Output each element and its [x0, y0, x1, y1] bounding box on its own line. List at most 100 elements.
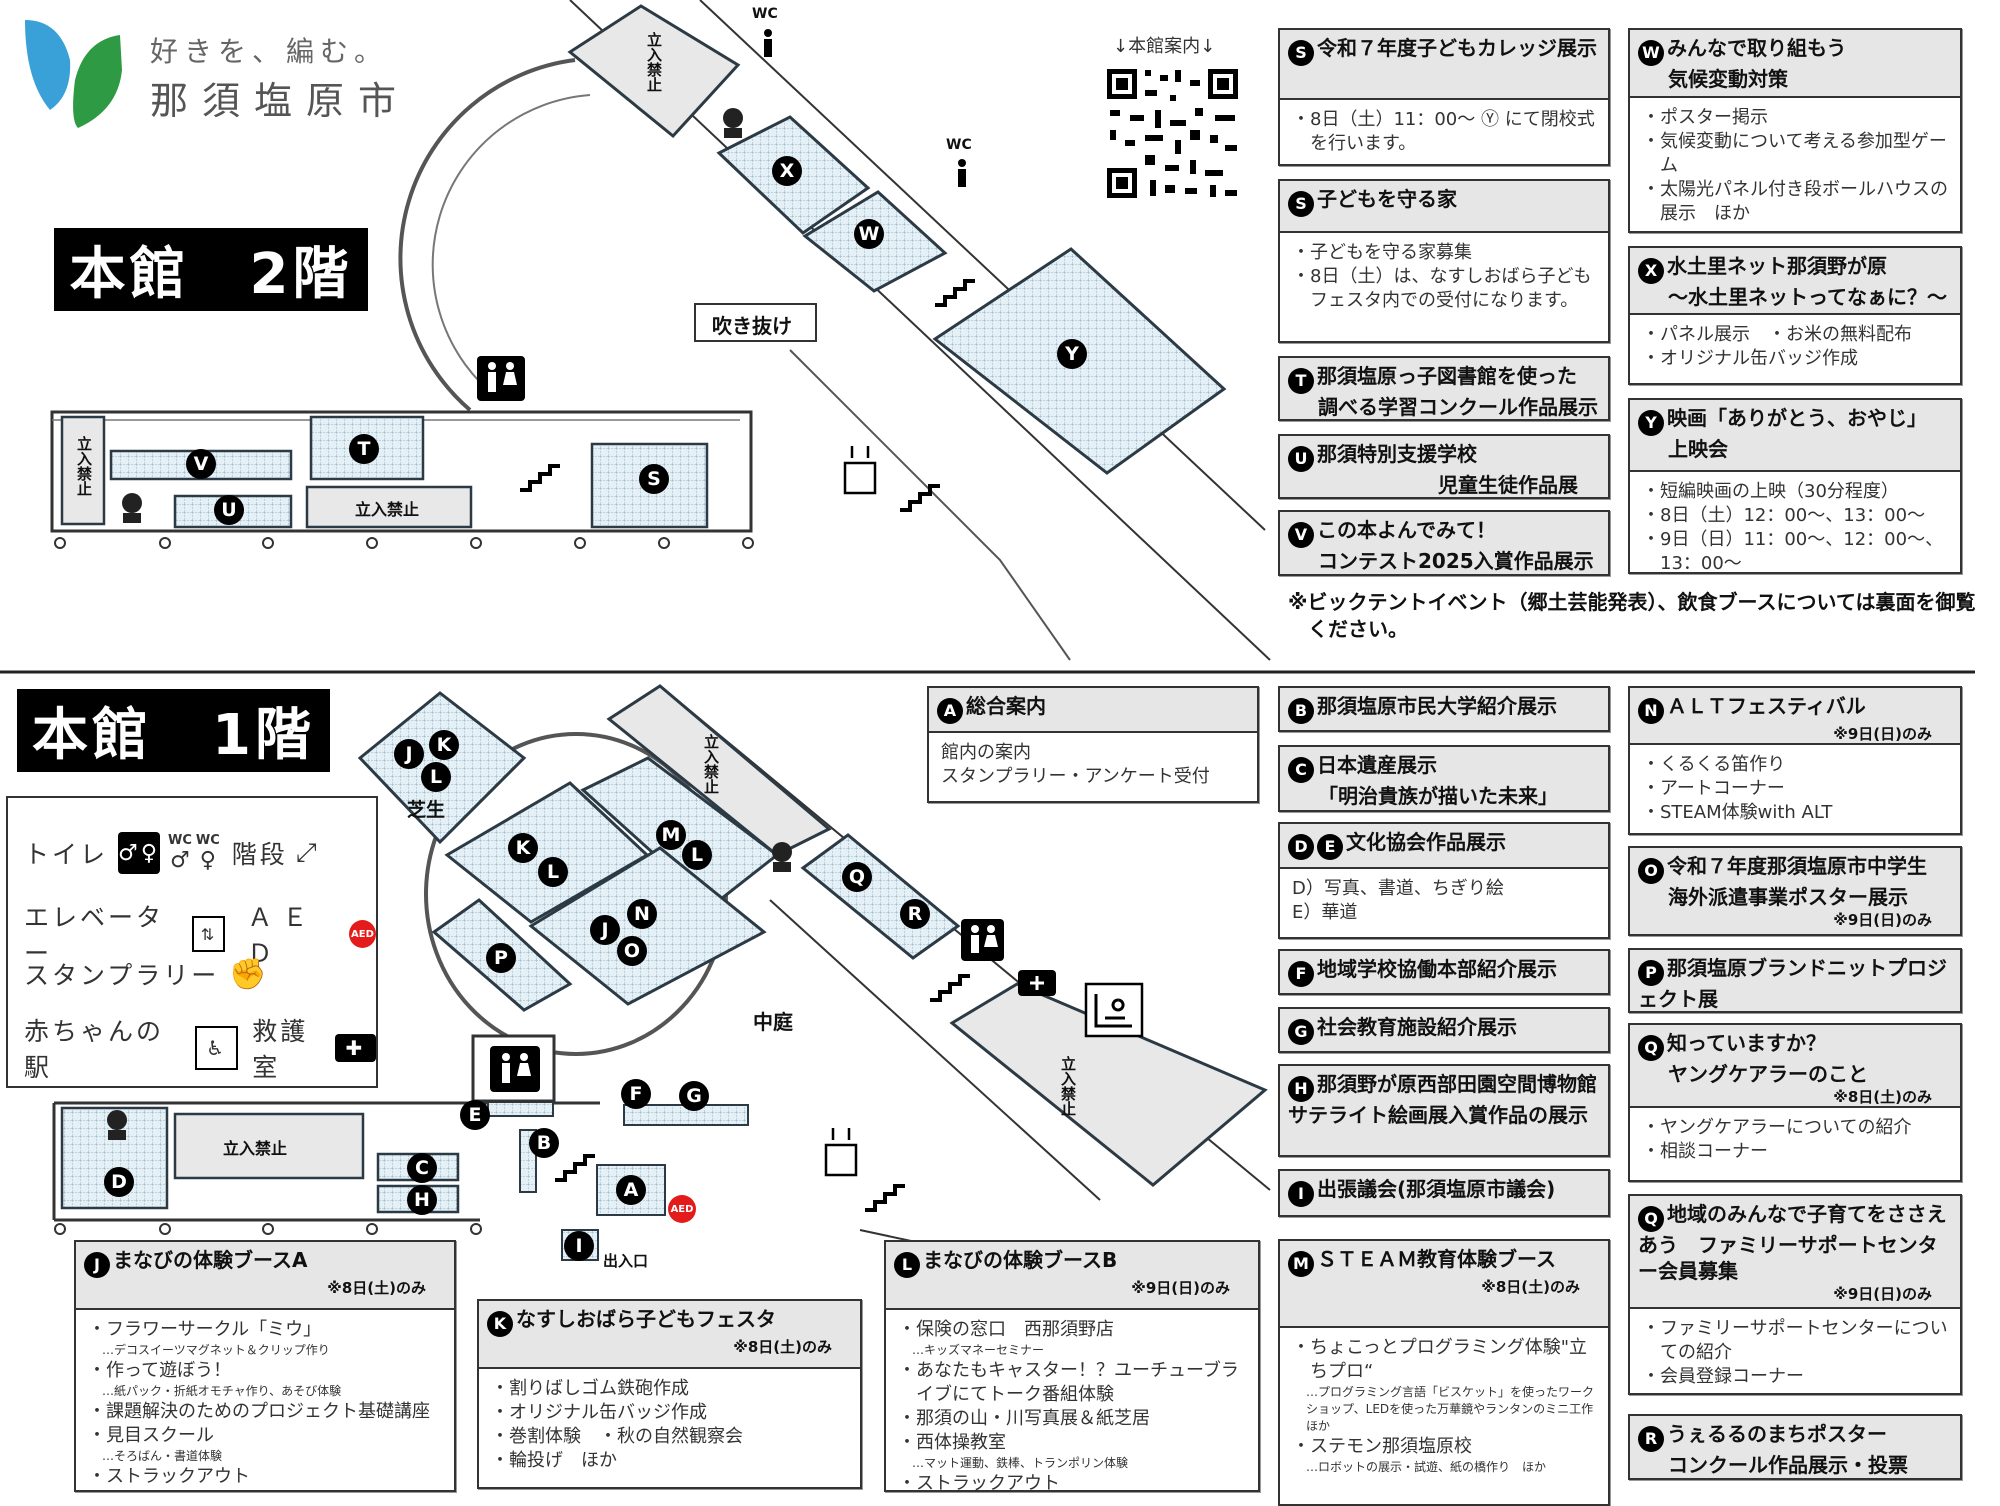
map-marker-y[interactable]: Y: [1057, 339, 1087, 369]
city-logo-icon: [25, 20, 122, 128]
map-marker-h[interactable]: H: [407, 1185, 437, 1215]
booth-title-line: コンクール作品展示・投票: [1668, 1453, 1908, 1477]
date-note: ※9日(日)のみ: [1833, 911, 1932, 929]
booth-item: …ロボットの展示・試遊、紙の橋作り ほか: [1306, 1460, 1547, 1474]
legend-toilet-label: トイレ: [24, 840, 109, 869]
map-marker-d[interactable]: D: [104, 1167, 134, 1197]
map-marker-u[interactable]: U: [214, 495, 244, 525]
date-note: ※8日(土)のみ: [733, 1338, 832, 1356]
map-marker-w[interactable]: W: [854, 219, 884, 249]
booth-item: ・あなたもキャスター！？ユーチューブライブにてトーク番組体験: [898, 1360, 1239, 1405]
booth-item: ・西体操教室: [898, 1432, 1006, 1453]
map-marker-x[interactable]: X: [772, 156, 802, 186]
wc-men-icon: [764, 29, 966, 187]
no-entry-area-2f-top: [567, 4, 741, 139]
first-aid-icon: ✚: [334, 1034, 376, 1062]
map-marker-m[interactable]: M: [656, 820, 686, 850]
booth-item: D）写真、書道、ちぎり絵: [1292, 878, 1504, 899]
booth-item: ・巻割体験 ・秋の自然観察会: [491, 1426, 743, 1447]
map-marker-f[interactable]: F: [621, 1079, 651, 1109]
map-marker-l[interactable]: L: [682, 840, 712, 870]
booth-item: ・ポスター掲示: [1642, 107, 1768, 128]
map-marker-e[interactable]: E: [460, 1100, 490, 1130]
map-marker-g[interactable]: G: [679, 1081, 709, 1111]
booth-title-line: 令和７年度那須塩原市中学生: [1667, 854, 1927, 878]
booth-item: ・オリジナル缶バッジ作成: [1642, 348, 1858, 369]
booth-item: ・ステモン那須塩原校: [1292, 1436, 1472, 1457]
map-marker-k[interactable]: K: [429, 730, 459, 760]
booth-title-line: 那須特別支援学校: [1317, 442, 1477, 466]
map-marker-a[interactable]: A: [616, 1175, 646, 1205]
booth-title-line: 子どもを守る家: [1317, 187, 1457, 211]
booth-info-body: ・保険の窓口 西那須野店…キッズマネーセミナー・あなたもキャスター！？ユーチュー…: [886, 1310, 1258, 1504]
legend-stairs-label: 階段: [231, 840, 288, 869]
entrance-label: 出入口: [603, 1252, 649, 1270]
wc-label: WC: [752, 6, 778, 22]
map-marker-i[interactable]: I: [564, 1231, 594, 1261]
booth-item: ・子どもを守る家募集: [1292, 242, 1472, 263]
map-marker-l[interactable]: L: [538, 857, 568, 887]
map-marker-c[interactable]: C: [407, 1153, 437, 1183]
booth-item: ・保険の窓口 西那須野店: [898, 1319, 1114, 1340]
booth-item: ・ストラックアウト: [898, 1473, 1060, 1494]
map-marker-o[interactable]: O: [617, 936, 647, 966]
booth-item: …そろばん・書道体験: [102, 1449, 223, 1463]
booth-title-line: 「明治貴族が描いた未来」: [1318, 784, 1558, 808]
map-marker-b[interactable]: B: [529, 1128, 559, 1158]
booth-letter-badge: E: [1317, 834, 1343, 860]
booth-item: …デコスイーツマグネット＆クリップ作り: [102, 1343, 330, 1357]
map-marker-k[interactable]: K: [508, 833, 538, 863]
map-marker-p[interactable]: P: [486, 943, 516, 973]
date-note: ※8日(土)のみ: [327, 1279, 426, 1297]
booth-item: ・ちょこっとプログラミング体験"立ちプロ“: [1292, 1337, 1588, 1382]
booth-letter-badge: Y: [1638, 410, 1664, 436]
booth-item: ・ファミリーサポートセンターについての紹介: [1642, 1318, 1948, 1363]
date-note: ※9日(日)のみ: [1833, 725, 1932, 743]
legend-wc-men: WC: [168, 833, 192, 848]
booth-title-line: 日本遺産展示: [1317, 753, 1437, 777]
no-entry-area-2f-right: [305, 485, 473, 529]
no-entry-area-1f-left: [173, 1112, 365, 1180]
booth-title-line: この本よんでみて！: [1317, 518, 1496, 542]
wc-women-icon: WC♀: [195, 833, 220, 873]
map-marker-s[interactable]: S: [639, 464, 669, 494]
map-marker-v[interactable]: V: [186, 449, 216, 479]
map-marker-j[interactable]: J: [394, 739, 424, 769]
booth-title-line: うぇるるのまちポスター: [1667, 1422, 1887, 1446]
map-marker-r[interactable]: R: [900, 899, 930, 929]
map-marker-q[interactable]: Q: [842, 862, 872, 892]
booth-letter-badge: N: [1638, 698, 1664, 724]
courtyard-label: 中庭: [753, 1010, 793, 1034]
legend-aed-label: ＡＥＤ: [247, 903, 318, 968]
booth-letter-badge: B: [1288, 698, 1314, 724]
map-marker-t[interactable]: T: [349, 434, 379, 464]
map-marker-l[interactable]: L: [421, 762, 451, 792]
qr-code: [1105, 67, 1240, 200]
aed-icon: AED: [668, 1195, 696, 1223]
booth-item: ・輪投げ ほか: [491, 1450, 617, 1471]
stairs-icon: [520, 279, 975, 1212]
map-marker-n[interactable]: N: [627, 899, 657, 929]
booth-info-body: ・フラワーサークル「ミウ」…デコスイーツマグネット＆クリップ作り・作って遊ぼう！…: [76, 1310, 454, 1497]
booth-title-line: 地域学校協働本部紹介展示: [1317, 957, 1557, 981]
map-marker-j[interactable]: J: [590, 915, 620, 945]
